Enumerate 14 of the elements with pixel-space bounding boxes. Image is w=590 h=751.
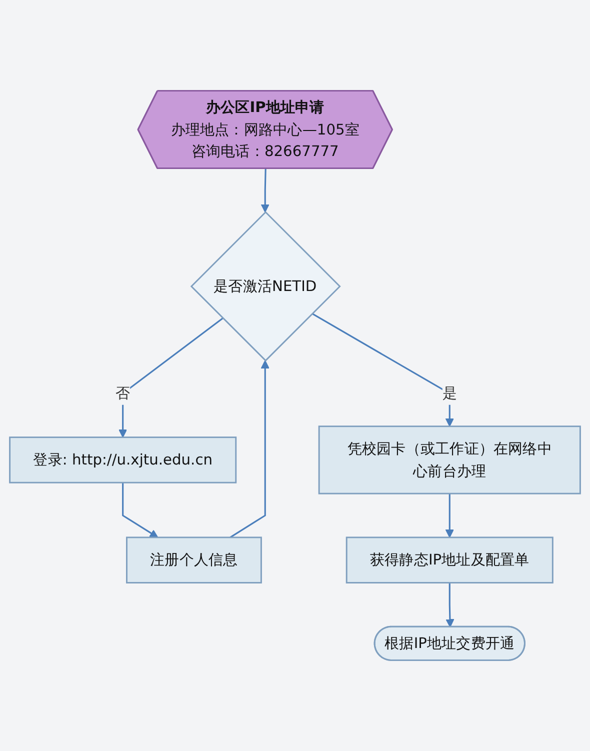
arrow [122, 482, 158, 538]
arrow [445, 494, 454, 538]
arrow [312, 312, 454, 427]
arrow [446, 582, 454, 628]
node-box: 获得静态IP地址及配置单 [346, 536, 554, 584]
node-box: 凭校园卡（或工作证）在网络中心前台办理 [318, 426, 581, 494]
edge-label: 是 [442, 384, 457, 402]
arrow [260, 168, 270, 212]
arrow [230, 360, 270, 538]
edge-label: 否 [116, 384, 130, 402]
arrow [118, 318, 224, 438]
node-box: 登录: http://u.xjtu.edu.cn [9, 436, 237, 484]
node-diamond: 是否激活NETID [190, 211, 341, 362]
node-box: 注册个人信息 [126, 536, 262, 584]
